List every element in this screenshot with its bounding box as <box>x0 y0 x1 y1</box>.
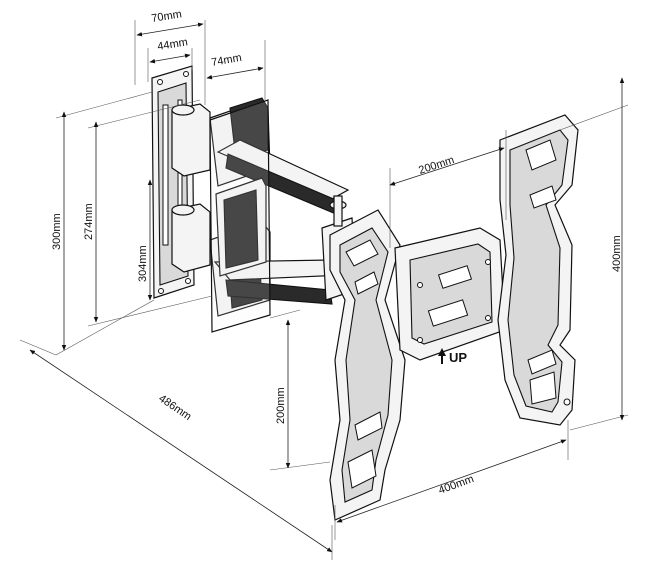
vesa-bracket: UP <box>329 114 579 521</box>
dim-200mm-top: 200mm <box>417 154 456 177</box>
up-marker-label: UP <box>449 350 467 365</box>
dim-74mm: 74mm <box>210 52 242 69</box>
dim-400mm-right: 400mm <box>611 235 623 272</box>
dim-274mm: 274mm <box>83 203 95 240</box>
dimension-lines <box>19 20 629 560</box>
dim-200mm-left: 200mm <box>275 387 287 424</box>
arm-assembly <box>209 97 357 333</box>
dim-70mm: 70mm <box>151 8 183 25</box>
dim-486mm: 486mm <box>156 393 193 423</box>
dim-400mm-bottom: 400mm <box>437 473 476 497</box>
dim-300mm: 300mm <box>51 213 63 250</box>
dim-44mm: 44mm <box>157 36 189 53</box>
dim-304mm: 304mm <box>137 245 149 282</box>
